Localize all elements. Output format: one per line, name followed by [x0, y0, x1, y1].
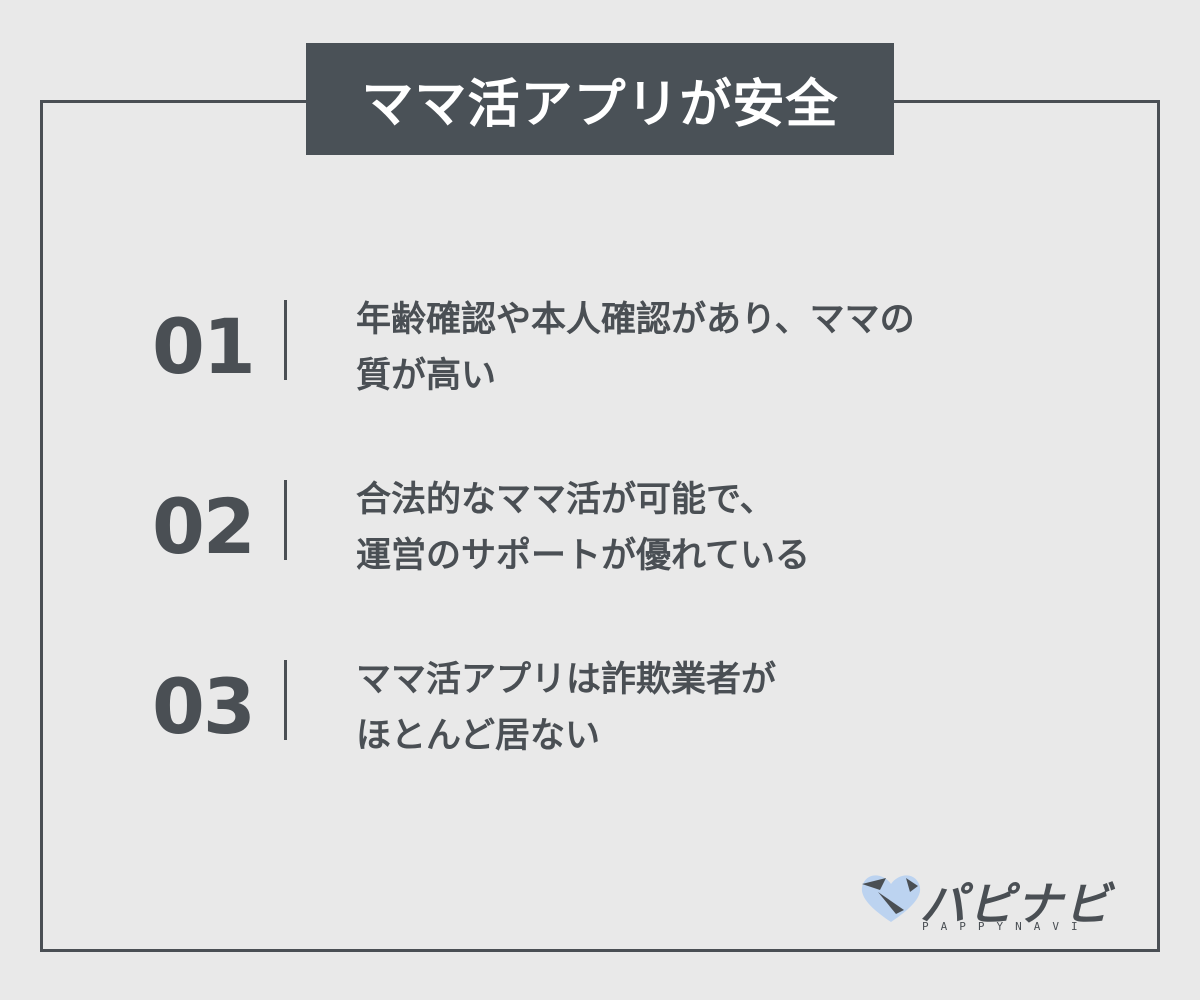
item-text: 合法的なママ活が可能で、 運営のサポートが優れている: [356, 472, 810, 584]
list-item-01: 01 年齢確認や本人確認があり、ママの 質が高い: [0, 292, 1200, 412]
item-number: 03: [152, 662, 256, 751]
item-text-line-2: 質が高い: [356, 356, 497, 396]
list-item-02: 02 合法的なママ活が可能で、 運営のサポートが優れている: [0, 472, 1200, 592]
item-divider: [284, 480, 287, 560]
page-title: ママ活アプリが安全: [306, 43, 894, 155]
item-text: 年齢確認や本人確認があり、ママの 質が高い: [356, 292, 915, 404]
logo-name: パピナビ: [920, 877, 1112, 931]
heart-mark-icon: [861, 875, 921, 922]
item-divider: [284, 660, 287, 740]
item-number: 02: [152, 482, 256, 571]
item-text-line-2: ほとんど居ない: [356, 716, 600, 756]
list-item-03: 03 ママ活アプリは詐欺業者が ほとんど居ない: [0, 652, 1200, 772]
item-text-line-1: 合法的なママ活が可能で、: [356, 480, 775, 520]
item-text-line-1: ママ活アプリは詐欺業者が: [356, 660, 777, 700]
item-text-line-1: 年齢確認や本人確認があり、ママの: [356, 300, 915, 340]
logo-subtext: PAPPYNAVI: [922, 920, 1090, 933]
item-divider: [284, 300, 287, 380]
brand-logo: パピナビ PAPPYNAVI: [856, 868, 1136, 938]
item-number: 01: [152, 302, 256, 391]
item-text-line-2: 運営のサポートが優れている: [356, 536, 810, 576]
item-text: ママ活アプリは詐欺業者が ほとんど居ない: [356, 652, 776, 764]
